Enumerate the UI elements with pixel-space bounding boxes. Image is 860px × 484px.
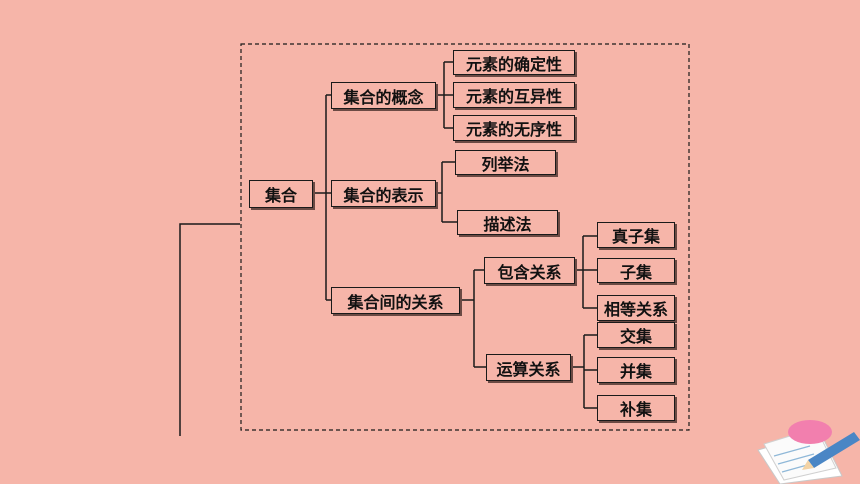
node-operations-item: 交集 <box>597 322 675 348</box>
node-representation-item: 描述法 <box>457 210 558 235</box>
node-root: 集合 <box>249 180 313 208</box>
node-concept-item: 元素的确定性 <box>453 50 575 75</box>
node-concept-item: 元素的互异性 <box>453 82 575 108</box>
node-inclusion-item: 真子集 <box>597 222 675 248</box>
node-inclusion-item: 相等关系 <box>597 295 675 321</box>
node-inclusion-item: 子集 <box>597 258 675 283</box>
node-representation-item: 列举法 <box>455 150 556 175</box>
node-operations-item: 并集 <box>597 357 675 383</box>
node-concept: 集合的概念 <box>331 82 436 109</box>
node-concept-item: 元素的无序性 <box>453 115 575 141</box>
tree-connectors <box>179 61 597 436</box>
dashed-frame <box>240 43 690 431</box>
paper-pencil-icon <box>757 420 860 484</box>
node-relations: 集合间的关系 <box>331 287 460 314</box>
node-representation: 集合的表示 <box>331 180 436 207</box>
node-operations: 运算关系 <box>486 354 571 381</box>
node-inclusion: 包含关系 <box>484 257 575 284</box>
node-operations-item: 补集 <box>597 395 675 421</box>
